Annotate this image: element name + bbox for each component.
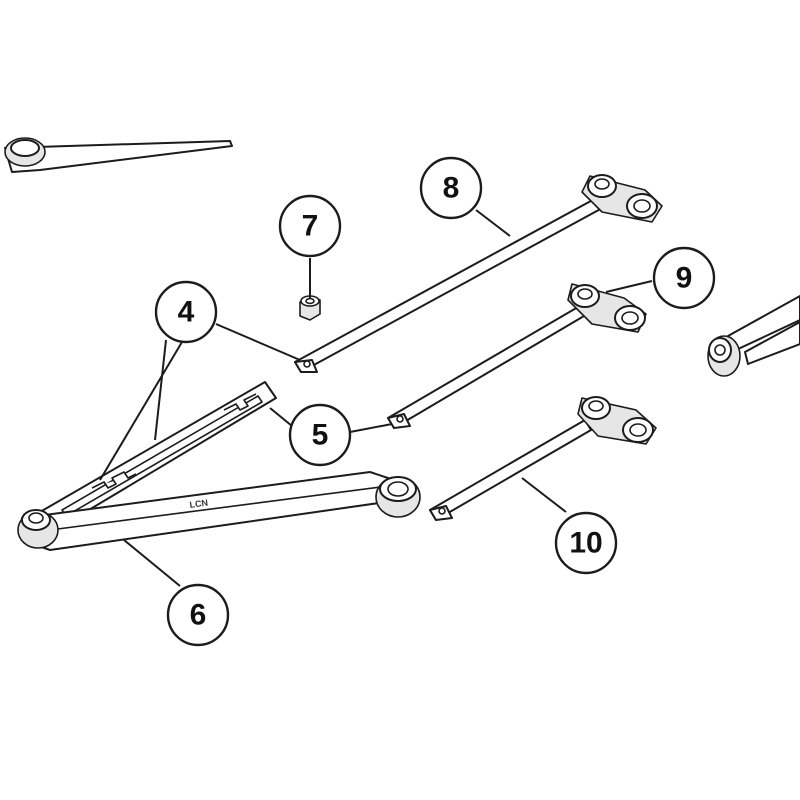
callout-10: 10 <box>554 511 618 575</box>
callout-label: 10 <box>569 527 602 560</box>
callout-bubble <box>652 246 716 310</box>
callout-label: 6 <box>190 599 207 632</box>
callout-bubble <box>419 156 483 220</box>
callout-bubble <box>154 280 218 344</box>
callout-label: 4 <box>178 296 195 329</box>
main-arm-part: LCN <box>17 471 421 551</box>
callout-label: 5 <box>312 419 329 452</box>
arm-brand-text: LCN <box>189 498 209 510</box>
partial-arm-right-edge <box>707 295 800 377</box>
callout-label: 8 <box>443 172 460 205</box>
callout-8: 8 <box>419 156 483 220</box>
leader-lines <box>99 209 653 587</box>
medium-arm-part <box>387 283 647 429</box>
callout-5: 5 <box>288 403 352 467</box>
callout-bubble <box>278 194 342 258</box>
callout-7: 7 <box>278 194 342 258</box>
callout-label: 7 <box>302 210 319 243</box>
long-arm-part <box>294 174 663 373</box>
callout-bubble <box>288 403 352 467</box>
callout-label: 9 <box>676 262 693 295</box>
nut-part <box>299 295 321 321</box>
callout-bubble <box>166 583 230 647</box>
partial-arm-top-left <box>4 137 233 173</box>
callout-9: 9 <box>652 246 716 310</box>
short-arm-part <box>429 396 657 521</box>
callout-6: 6 <box>166 583 230 647</box>
callout-bubble <box>554 511 618 575</box>
callout-4: 4 <box>154 280 218 344</box>
